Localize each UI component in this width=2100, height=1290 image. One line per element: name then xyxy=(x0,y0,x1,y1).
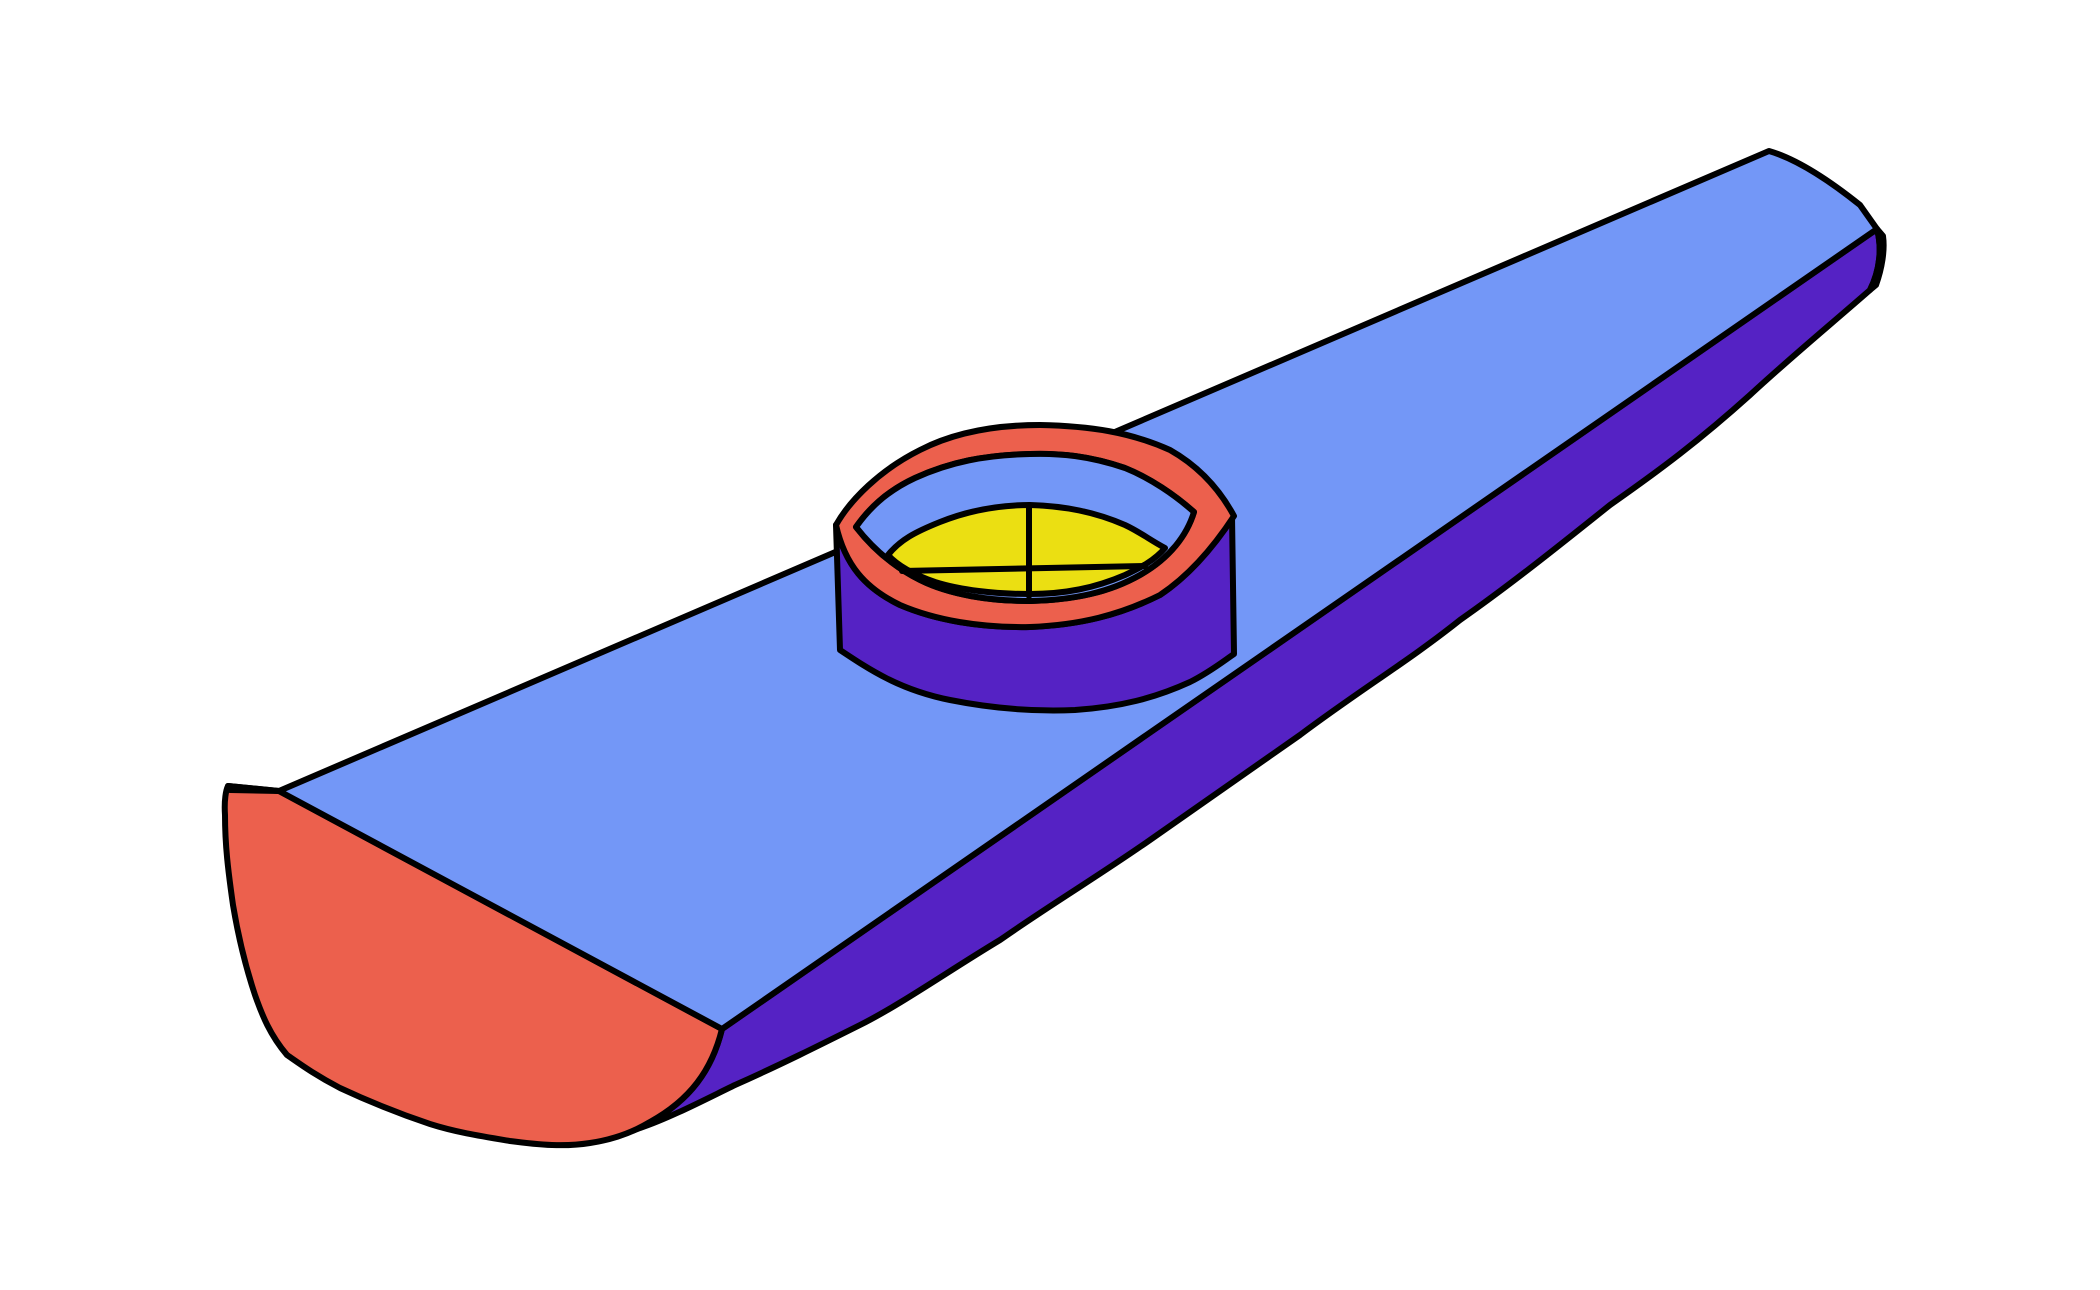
membrane-horizontal-line xyxy=(899,563,1148,574)
kazoo-side-face xyxy=(614,226,1883,1139)
membrane-cross-icon xyxy=(899,502,1148,599)
kazoo-left-lip xyxy=(225,783,282,794)
kazoo-right-tip xyxy=(1867,226,1887,293)
kazoo-end-cap xyxy=(221,783,725,1149)
